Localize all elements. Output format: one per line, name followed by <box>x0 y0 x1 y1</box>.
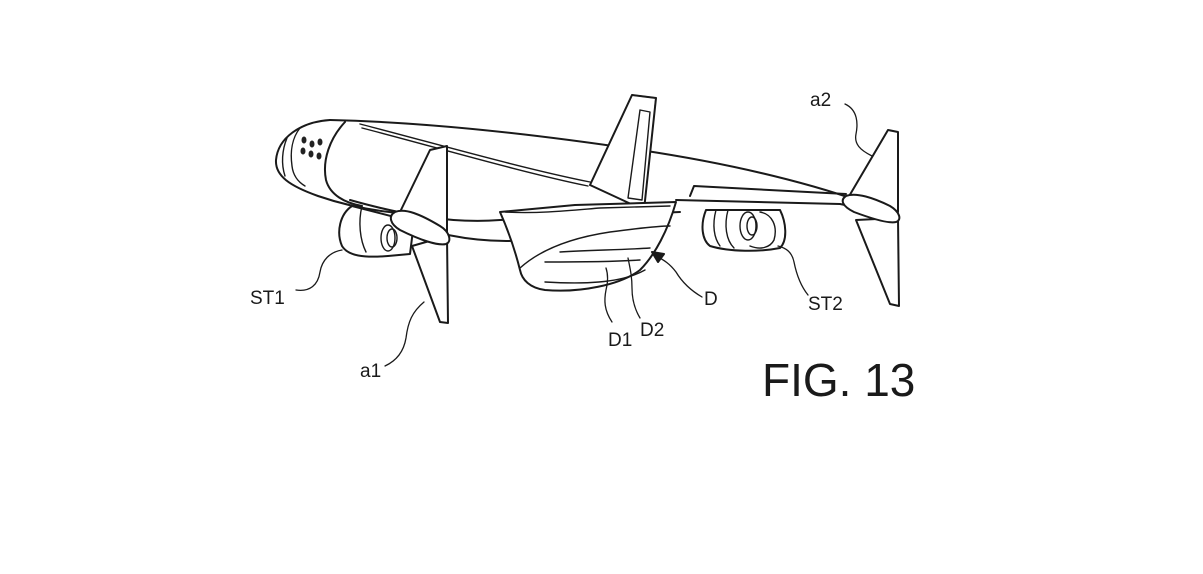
figure-caption: FIG. 13 <box>762 354 915 406</box>
leader-a1 <box>384 301 425 367</box>
vertical-tail <box>589 94 657 211</box>
label-st2: ST2 <box>808 294 843 315</box>
wingtip-fin-a2 <box>841 129 901 307</box>
engine-st2 <box>701 209 787 252</box>
label-a2: a2 <box>810 90 831 111</box>
leader-st1 <box>295 249 343 291</box>
label-st1: ST1 <box>250 288 285 309</box>
label-a1: a1 <box>360 361 381 382</box>
leader-d1 <box>604 267 613 323</box>
leader-st2 <box>777 245 809 296</box>
fuselage <box>274 119 871 215</box>
label-d1: D1 <box>608 330 632 351</box>
label-d: D <box>704 289 718 310</box>
leader-a2 <box>844 103 873 157</box>
leader-lines <box>295 103 873 367</box>
leader-d <box>655 255 703 298</box>
wingtip-fin-a1 <box>389 145 451 324</box>
leader-d2 <box>627 257 641 319</box>
cockpit-windows <box>300 136 323 160</box>
ventral-fairing <box>499 201 677 292</box>
label-d2: D2 <box>640 320 664 341</box>
arrowhead-d <box>651 251 665 263</box>
